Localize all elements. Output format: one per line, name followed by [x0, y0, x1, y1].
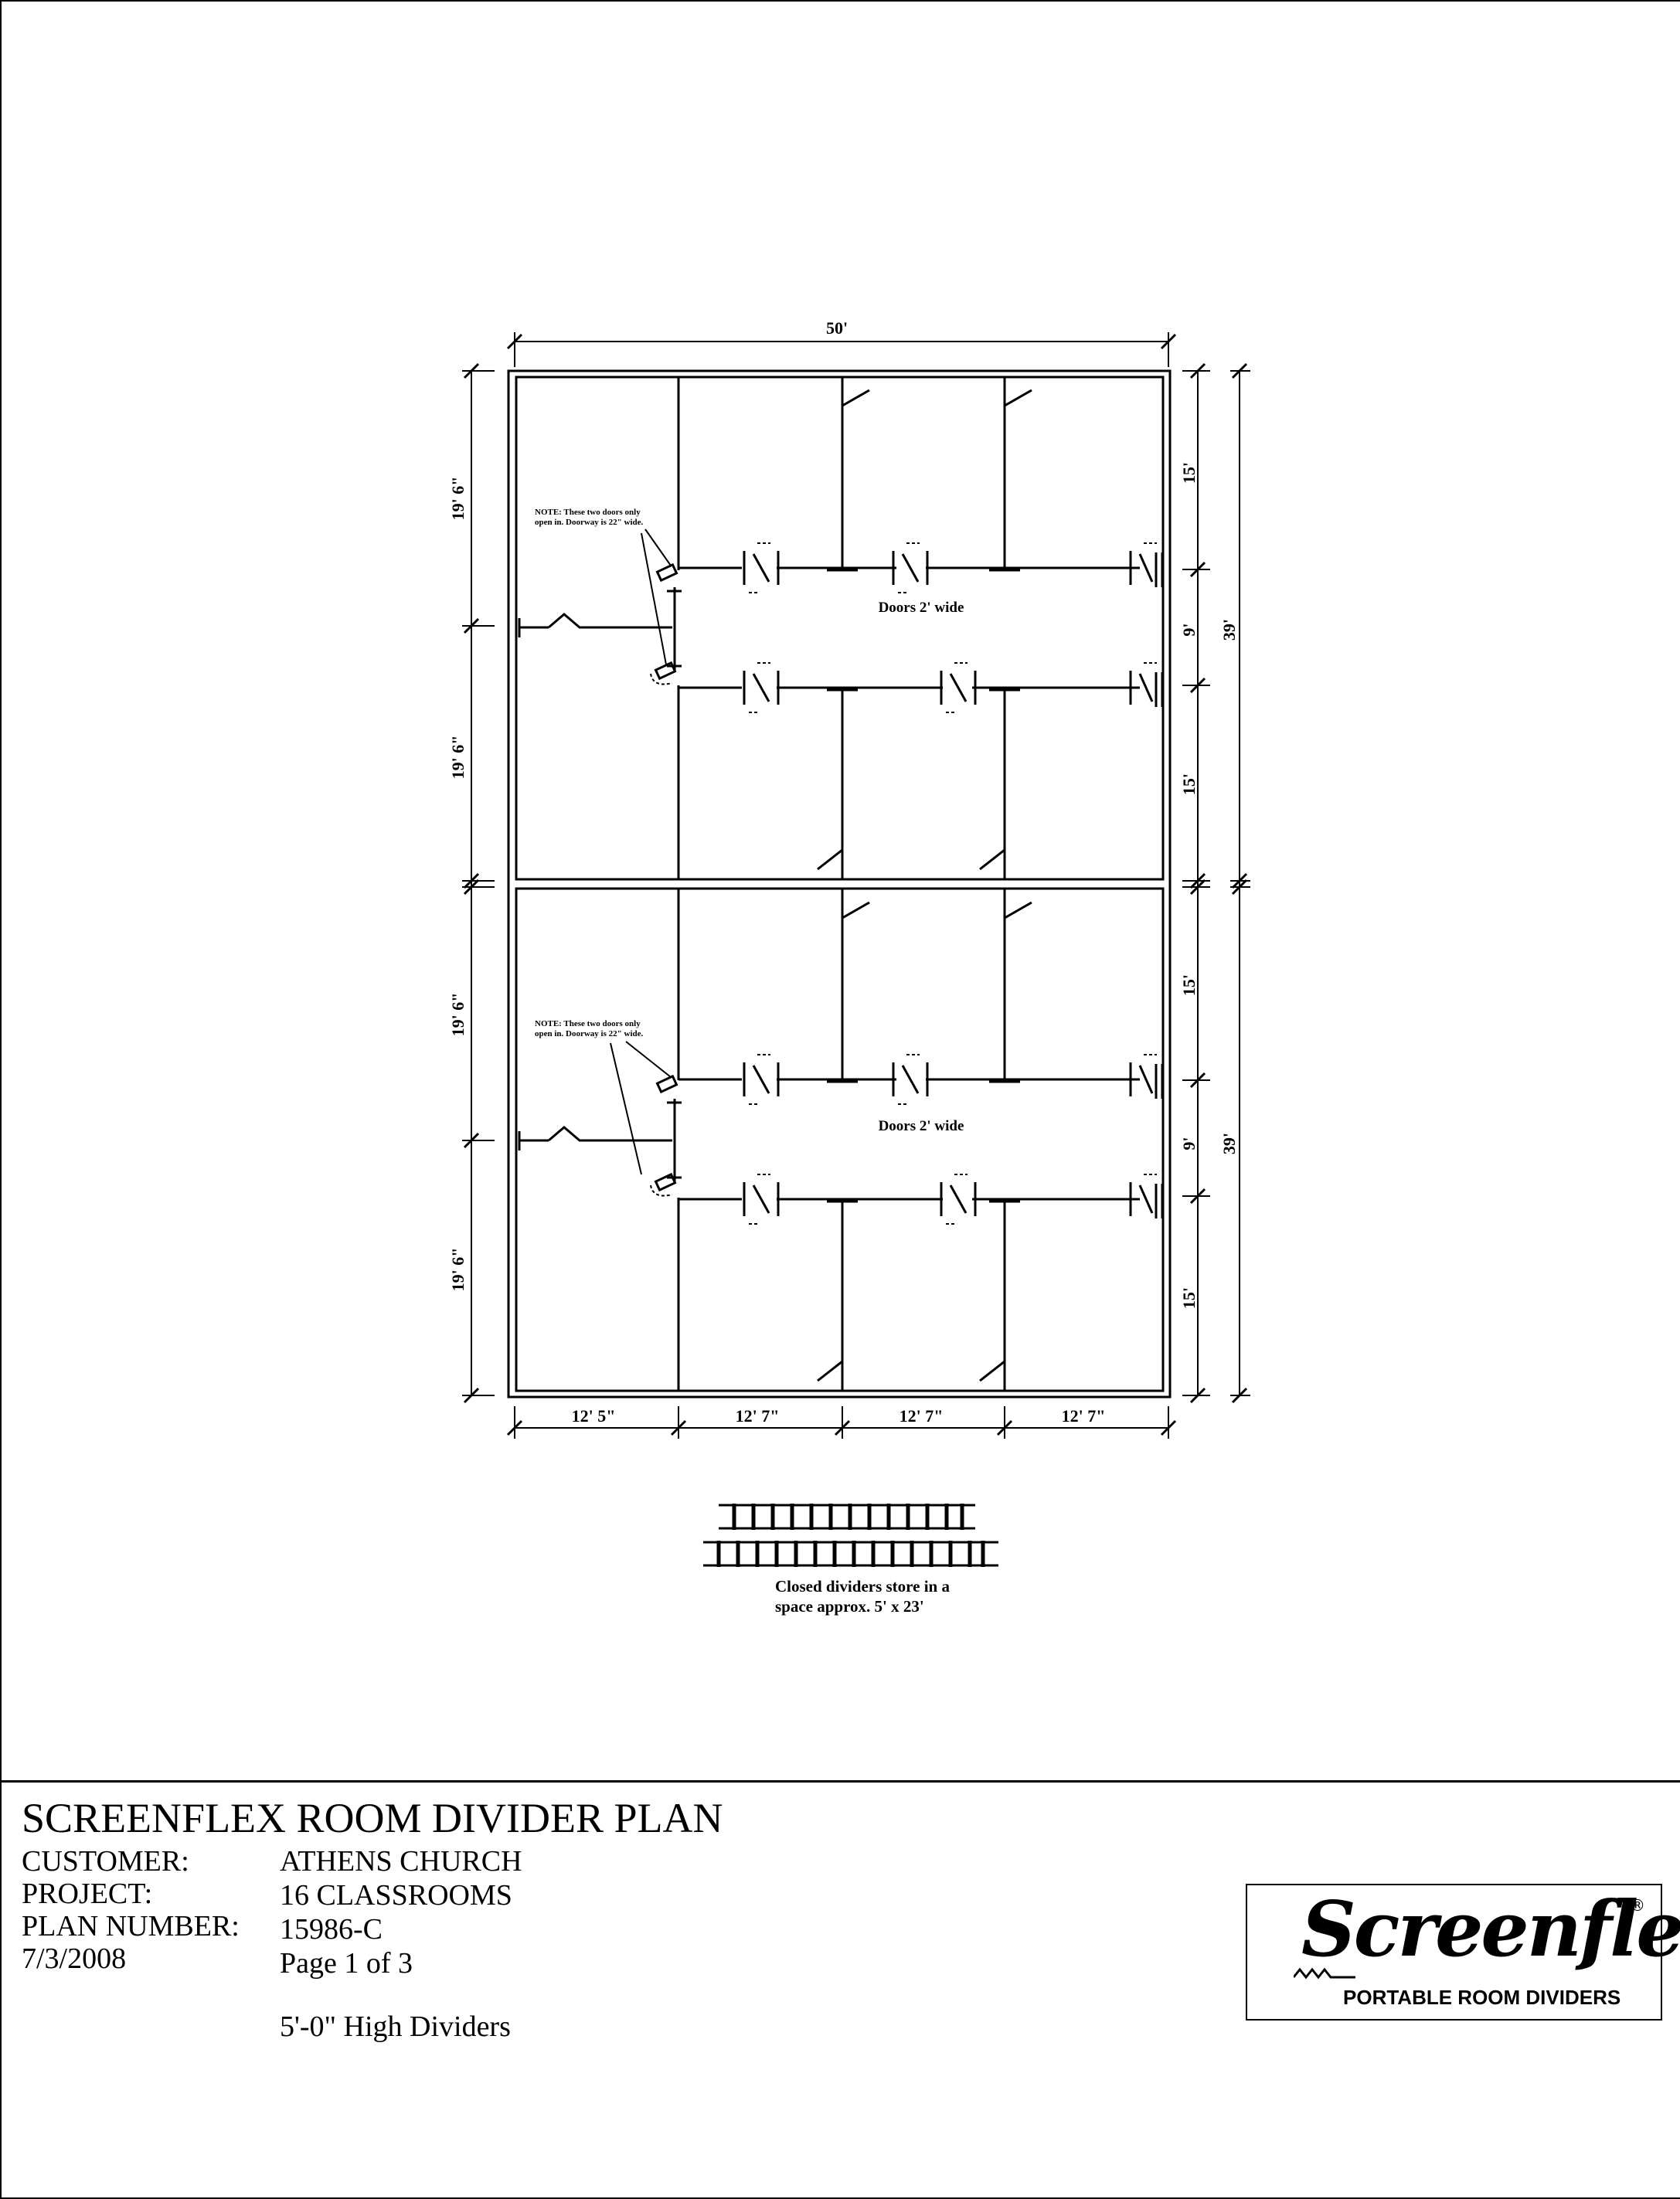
dim-left-2: 19' 6": [448, 736, 468, 780]
outer-walls: [507, 369, 1172, 1399]
customer-value: ATHENS CHURCH: [280, 1845, 522, 1878]
dim-right-chain: [1182, 362, 1250, 1404]
dim-total-2: 39': [1219, 1133, 1239, 1154]
logo-tagline: PORTABLE ROOM DIVIDERS: [1343, 1986, 1621, 2009]
dim-right-5: 9': [1179, 1137, 1199, 1150]
plan-number-value: 15986-C: [280, 1913, 383, 1946]
dim-left-4: 19' 6": [448, 1248, 468, 1292]
doors-upper-block: [641, 529, 1157, 713]
plan-number-label: PLAN NUMBER:: [22, 1910, 240, 1942]
dim-left-1: 19' 6": [448, 477, 468, 521]
page-number: Page 1 of 3: [280, 1947, 413, 1980]
note-upper-line1: NOTE: These two doors only: [535, 508, 641, 517]
screenflex-logo: Screenflex ® PORTABLE ROOM DIVIDERS: [1246, 1884, 1680, 2021]
floor-plan: 50' 19' 6" 19' 6" 19' 6" 19' 6" 15' 9': [448, 318, 1250, 1616]
plan-date: 7/3/2008: [22, 1942, 127, 1975]
note-upper-line2: open in. Doorway is 22" wide.: [535, 518, 644, 527]
dim-right-1: 15': [1179, 462, 1199, 484]
dim-right-3: 15': [1179, 773, 1199, 795]
storage-note-line2: space approx. 5' x 23': [775, 1597, 924, 1616]
title-block-divider: [0, 1780, 1680, 1783]
dim-bottom-1: 12' 5": [572, 1406, 616, 1426]
project-label: PROJECT:: [22, 1878, 153, 1910]
plan-title: SCREENFLEX ROOM DIVIDER PLAN: [22, 1795, 723, 1841]
logo-wave-icon: [1294, 1967, 1355, 1980]
dim-left-chain: [462, 362, 495, 1404]
project-value: 16 CLASSROOMS: [280, 1879, 512, 1912]
note-lower-line2: open in. Doorway is 22" wide.: [535, 1029, 644, 1038]
dim-bottom-4: 12' 7": [1062, 1406, 1106, 1426]
doors-label-lower: Doors 2' wide: [879, 1118, 964, 1134]
storage-note-line1: Closed dividers store in a: [775, 1577, 950, 1596]
dim-bottom-3: 12' 7": [900, 1406, 944, 1426]
dividers-lower-block: [518, 887, 1164, 1392]
dim-total-1: 39': [1219, 619, 1239, 641]
dim-right-6: 15': [1179, 1287, 1199, 1309]
note-lower-line1: NOTE: These two doors only: [535, 1019, 641, 1028]
divider-height: 5'-0" High Dividers: [280, 2010, 511, 2043]
doors-label-upper: Doors 2' wide: [879, 600, 964, 616]
doors-lower-block: [610, 1041, 1157, 1225]
dim-right-4: 15': [1179, 974, 1199, 996]
dim-bottom-2: 12' 7": [736, 1406, 780, 1426]
customer-label: CUSTOMER:: [22, 1845, 189, 1878]
logo-registered-mark: ®: [1630, 1896, 1645, 1915]
dim-right-2: 9': [1179, 623, 1199, 636]
dim-overall-width-label: 50': [826, 318, 848, 338]
dim-bottom-chain: [506, 1406, 1177, 1439]
logo-wordmark: Screenflex: [1301, 1885, 1680, 1974]
stored-dividers-icon: [703, 1504, 998, 1567]
dividers-upper-block: [518, 376, 1164, 881]
dim-overall-width: [506, 332, 1177, 367]
dim-left-3: 19' 6": [448, 993, 468, 1037]
